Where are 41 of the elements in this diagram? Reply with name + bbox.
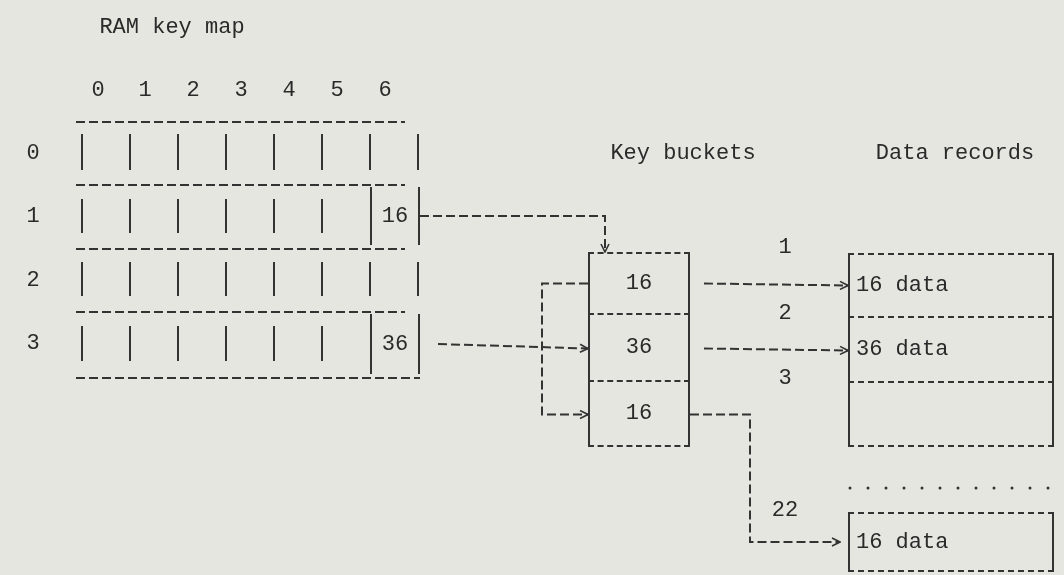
key-bucket bbox=[588, 315, 690, 382]
node-text: 16 bbox=[381, 203, 409, 229]
data-record bbox=[848, 383, 1054, 447]
column-number: 0 bbox=[91, 77, 105, 103]
arrow bbox=[437, 343, 589, 354]
row-number: 2 bbox=[26, 267, 40, 293]
record-number: 22 bbox=[771, 497, 799, 523]
row-number: 1 bbox=[26, 203, 40, 229]
column-number: 2 bbox=[186, 77, 200, 103]
row-number: 0 bbox=[26, 140, 40, 166]
node-text: 16 bbox=[625, 271, 653, 296]
key-map-cell bbox=[370, 314, 420, 374]
row-number: 3 bbox=[26, 330, 40, 356]
diagram-title: RAM key map bbox=[99, 14, 245, 40]
node-text: 36 bbox=[625, 335, 653, 360]
data-record bbox=[848, 318, 1054, 383]
data-record bbox=[848, 253, 1054, 318]
arrow bbox=[703, 280, 849, 291]
record-number: 3 bbox=[778, 365, 792, 391]
column-number: 6 bbox=[378, 77, 392, 103]
key-map-cell bbox=[370, 187, 420, 245]
section-heading: Data records bbox=[875, 140, 1035, 166]
record-number: 1 bbox=[778, 234, 792, 260]
key-bucket bbox=[588, 252, 690, 315]
data-record bbox=[848, 512, 1054, 572]
node-text: 36 bbox=[381, 331, 409, 357]
record-number: 2 bbox=[778, 300, 792, 326]
arrow bbox=[689, 413, 841, 547]
section-heading: Key buckets bbox=[610, 140, 756, 166]
arrow bbox=[703, 345, 849, 356]
node-text: 16 data bbox=[856, 529, 949, 555]
key-bucket bbox=[588, 382, 690, 447]
arrow bbox=[541, 282, 589, 420]
column-number: 1 bbox=[138, 77, 152, 103]
node-text: 16 data bbox=[856, 273, 949, 298]
column-number: 4 bbox=[282, 77, 296, 103]
column-number: 3 bbox=[234, 77, 248, 103]
node-text: 16 bbox=[625, 401, 653, 426]
node-text: 36 data bbox=[856, 337, 949, 362]
column-number: 5 bbox=[330, 77, 344, 103]
arrow bbox=[419, 215, 610, 253]
